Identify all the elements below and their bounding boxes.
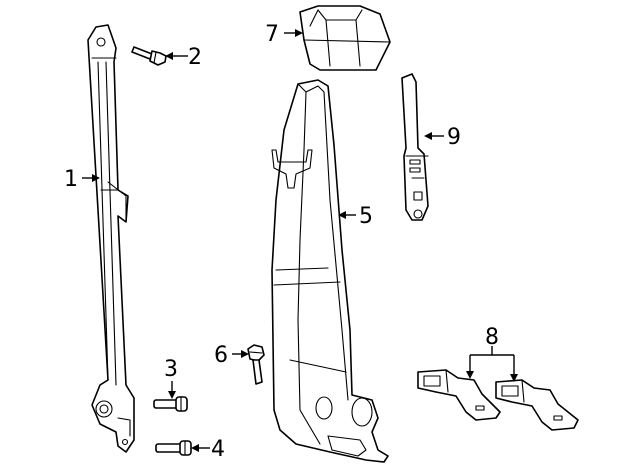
callout-labels: 1 2 3 4 5 6 7 8 9 <box>64 22 499 462</box>
callout-8: 8 <box>485 325 499 350</box>
callout-6: 6 <box>214 343 228 368</box>
part-8-buckle-brackets <box>417 369 579 431</box>
part-1-retractor-rail <box>87 24 135 453</box>
callout-5: 5 <box>359 204 373 229</box>
part-9-buckle-strap <box>401 73 429 221</box>
callout-2: 2 <box>188 45 202 70</box>
callout-7: 7 <box>265 22 279 47</box>
part-4-bolt <box>155 440 192 456</box>
part-3-bolt <box>153 396 188 412</box>
part-6-bolt <box>247 344 265 385</box>
callout-1: 1 <box>64 167 78 192</box>
leader-lines <box>82 29 518 452</box>
callout-3: 3 <box>164 357 178 382</box>
part-5-trim-panel <box>271 79 389 463</box>
callout-4: 4 <box>211 437 225 462</box>
callout-9: 9 <box>447 125 461 150</box>
part-7-guide-cover <box>299 5 391 71</box>
part-2-bolt <box>131 46 167 66</box>
